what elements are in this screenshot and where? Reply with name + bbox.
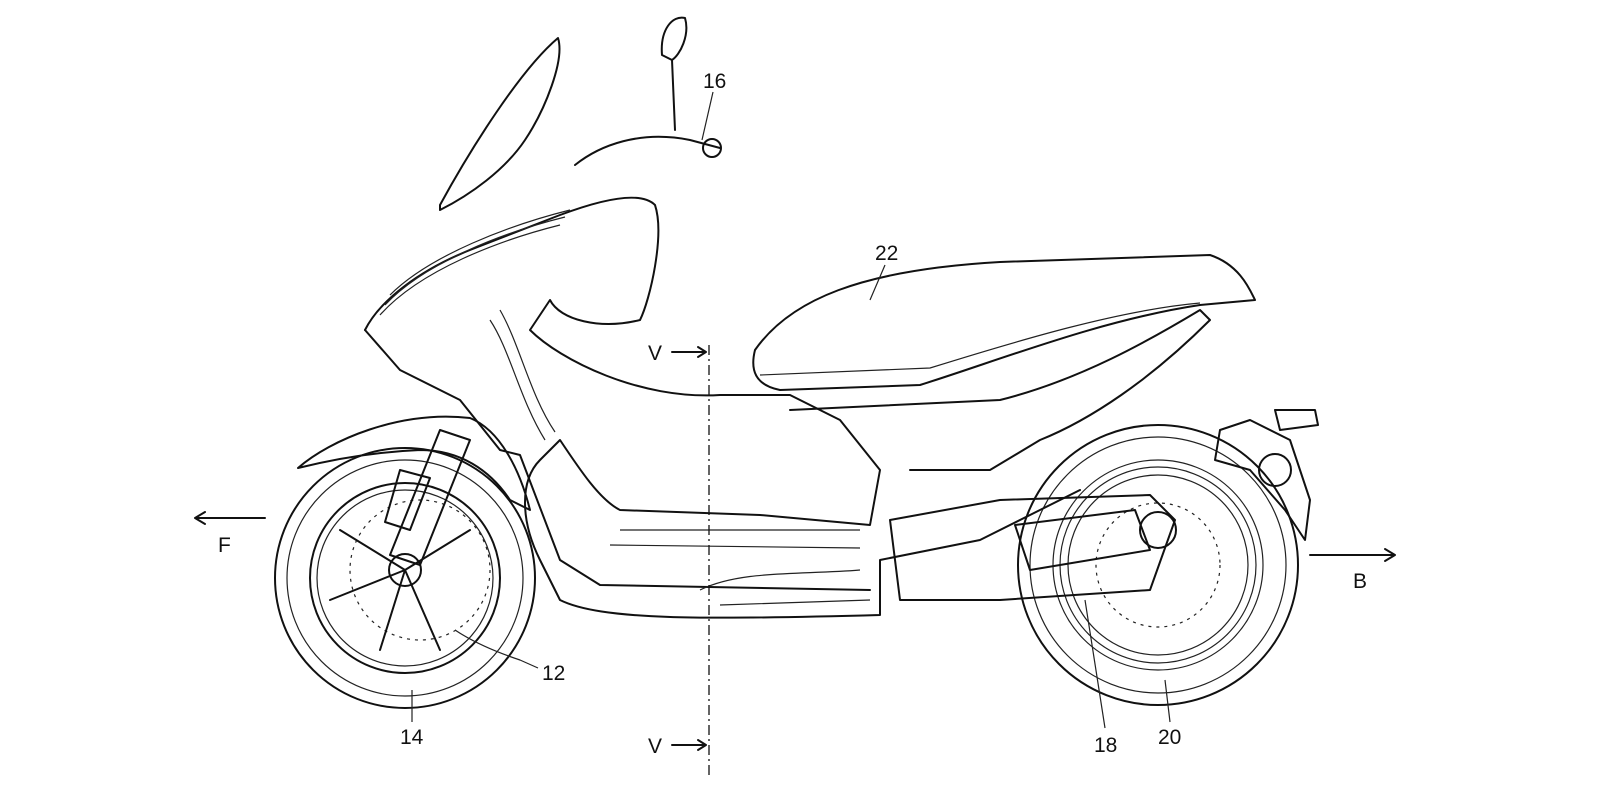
swing-arm (889, 494, 1176, 601)
label-20: 20 (1158, 726, 1181, 749)
section-label-bottom: V (648, 735, 662, 758)
label-18: 18 (1094, 734, 1117, 757)
section-arrow-top (671, 346, 707, 358)
mirror (660, 16, 688, 131)
rear-wheel (1017, 424, 1299, 706)
label-22: 22 (875, 242, 898, 265)
rear-body (789, 309, 1211, 471)
section-label-top: V (648, 342, 662, 365)
direction-label-backward: B (1353, 570, 1367, 593)
label-12: 12 (542, 662, 565, 685)
section-arrow-bottom (671, 739, 707, 751)
direction-label-forward: F (218, 534, 231, 557)
handlebar (574, 135, 721, 166)
front-fork (384, 429, 471, 566)
backward-arrow (1309, 548, 1396, 562)
label-14: 14 (400, 726, 424, 749)
forward-arrow (194, 511, 266, 525)
label-16: 16 (703, 70, 726, 93)
body-panel (364, 196, 1081, 619)
front-fender (297, 415, 531, 511)
front-wheel (274, 447, 536, 709)
seat (752, 254, 1256, 391)
windscreen (439, 37, 561, 211)
rear-plate-bracket (1214, 409, 1319, 541)
floor-panel (364, 329, 871, 591)
